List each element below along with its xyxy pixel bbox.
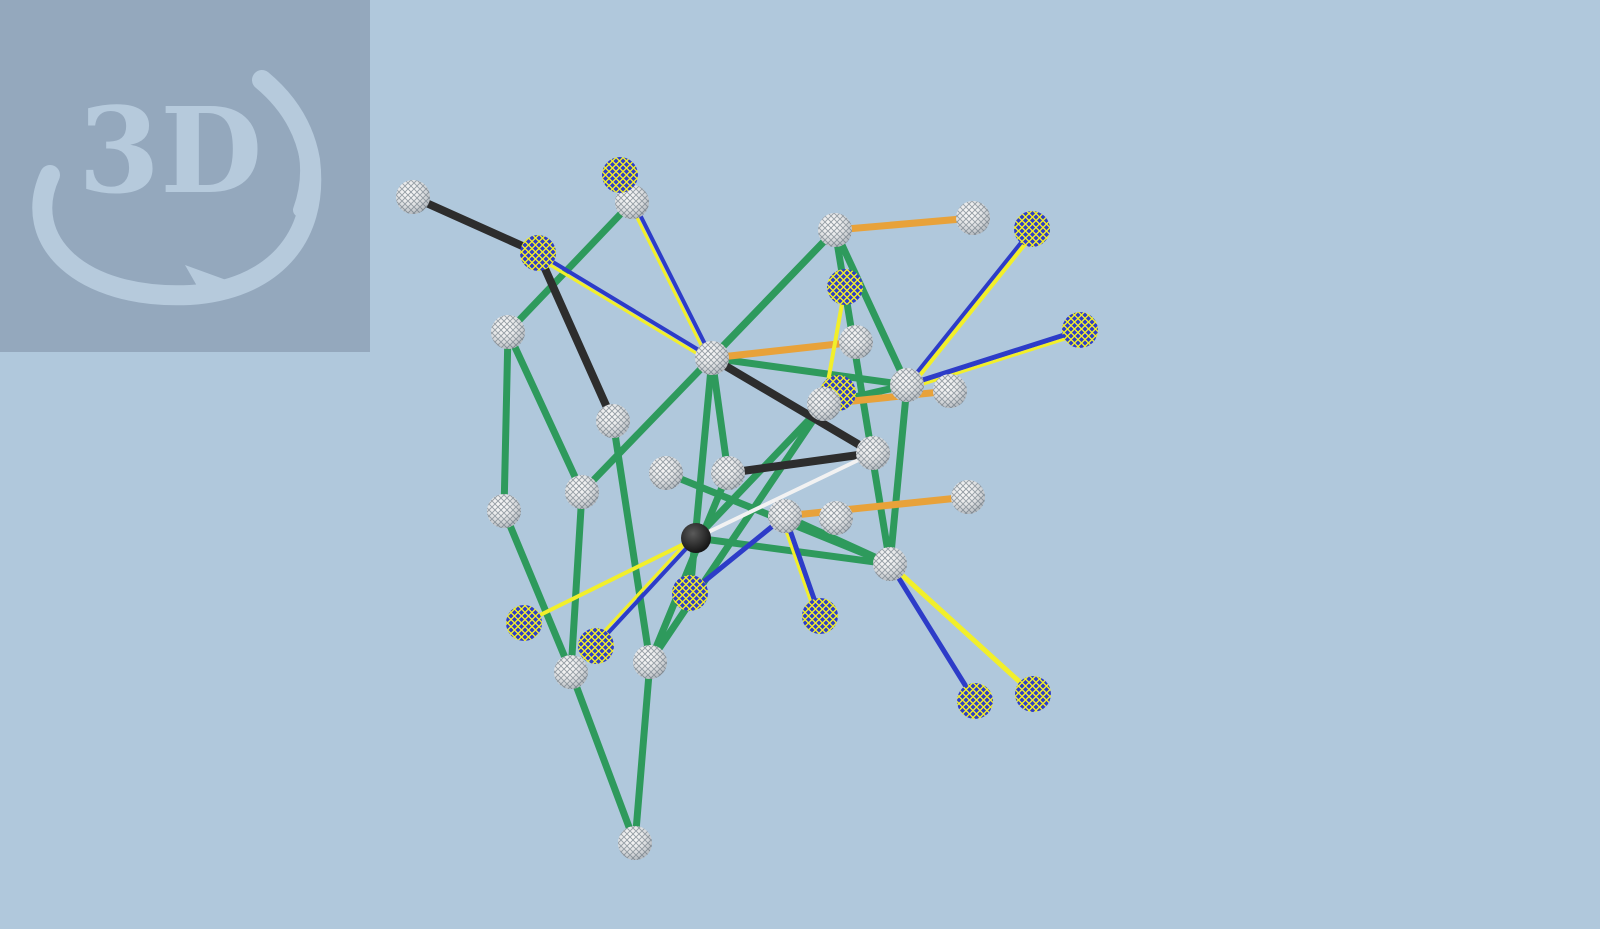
- atom-a25-white[interactable]: [951, 480, 985, 514]
- atom-a12-yellow-blue[interactable]: [1062, 312, 1098, 348]
- bond-a27-a35: [887, 561, 1036, 697]
- atom-a18-white[interactable]: [856, 436, 890, 470]
- bond-a1-a4: [409, 193, 542, 257]
- atom-a8-white[interactable]: [956, 201, 990, 235]
- bond-a23-a31: [779, 515, 818, 619]
- bond-a13-a9: [908, 229, 1038, 390]
- bond-a22-a32: [567, 488, 586, 676]
- atom-a3-yellow-blue[interactable]: [602, 157, 638, 193]
- atom-a33-white[interactable]: [633, 645, 667, 679]
- bond-a6-a13: [708, 354, 911, 389]
- bond-a5-a21: [500, 328, 512, 515]
- atom-a11-white[interactable]: [839, 325, 873, 359]
- bond-a23-a28: [687, 513, 788, 596]
- bond-a20-a33: [646, 469, 732, 666]
- bond-a21-a32: [500, 507, 575, 676]
- bond-a33-a36: [631, 658, 654, 847]
- bond-a23-a25: [781, 493, 972, 520]
- atom-a35-yellow-blue[interactable]: [1015, 676, 1051, 712]
- bond-a13-a27: [886, 381, 911, 568]
- bond-a7-a13: [831, 226, 911, 389]
- atom-a31-yellow-blue[interactable]: [802, 598, 838, 634]
- bond-a4-a17: [534, 249, 617, 425]
- atom-a24-white[interactable]: [819, 501, 853, 535]
- atom-a14-white[interactable]: [933, 374, 967, 408]
- bond-a17-a33: [609, 417, 654, 666]
- atom-a32-white[interactable]: [554, 655, 588, 689]
- atom-a22-white[interactable]: [565, 475, 599, 509]
- bond-a6-a18: [708, 354, 877, 457]
- atom-a20-white[interactable]: [711, 456, 745, 490]
- atom-a6-white[interactable]: [695, 341, 729, 375]
- bond-a16-a33: [646, 400, 828, 666]
- view-3d-badge[interactable]: 3D: [0, 0, 370, 352]
- bond-a4-a6: [534, 254, 712, 363]
- bond-a6-a20: [708, 354, 732, 477]
- atom-a19-white[interactable]: [649, 456, 683, 490]
- bond-a13-a12: [904, 327, 1083, 388]
- bond-a27-a34: [887, 561, 978, 704]
- bond-a6-a11: [708, 338, 860, 362]
- bond-a26-a18: [694, 451, 875, 540]
- bond-a13-a9: [905, 227, 1034, 387]
- bond-a32-a36: [567, 668, 639, 847]
- atoms-layer: [396, 157, 1098, 860]
- atom-a27-white[interactable]: [873, 547, 907, 581]
- bond-a13-a12: [906, 332, 1083, 391]
- atom-a2-white[interactable]: [615, 185, 649, 219]
- bond-a23-a27: [781, 512, 894, 568]
- bond-a2-a5: [504, 198, 636, 336]
- atom-a29-yellow-blue[interactable]: [506, 605, 542, 641]
- atom-a7-white[interactable]: [818, 213, 852, 247]
- bond-a7-a8: [831, 214, 977, 234]
- badge-3d-label: 3D: [78, 81, 262, 220]
- atom-a30-yellow-blue[interactable]: [578, 628, 614, 664]
- atom-a23-white[interactable]: [768, 499, 802, 533]
- atom-a34-yellow-blue[interactable]: [957, 683, 993, 719]
- atom-a9-yellow-blue[interactable]: [1014, 211, 1050, 247]
- atom-a4-yellow-blue[interactable]: [520, 235, 556, 271]
- bond-a5-a22: [504, 328, 586, 496]
- atom-a28-yellow-blue[interactable]: [672, 575, 708, 611]
- atom-a26-black[interactable]: [681, 523, 711, 553]
- atom-a16-white[interactable]: [807, 387, 841, 421]
- bond-a4-a6: [536, 251, 714, 360]
- bond-a26-a29: [522, 536, 698, 625]
- bond-a26-a30: [594, 536, 698, 648]
- atom-a1-white[interactable]: [396, 180, 430, 214]
- bond-a20-a18: [724, 449, 877, 477]
- atom-a13-white[interactable]: [890, 368, 924, 402]
- bond-a7-a6: [708, 226, 839, 362]
- atom-a5-white[interactable]: [491, 315, 525, 349]
- atom-a21-white[interactable]: [487, 494, 521, 528]
- bond-a26-a30: [591, 533, 695, 645]
- rotate-3d-icon: [32, 70, 322, 306]
- atom-a10-yellow-blue[interactable]: [827, 269, 863, 305]
- atom-a36-white[interactable]: [618, 826, 652, 860]
- atom-a17-white[interactable]: [596, 404, 630, 438]
